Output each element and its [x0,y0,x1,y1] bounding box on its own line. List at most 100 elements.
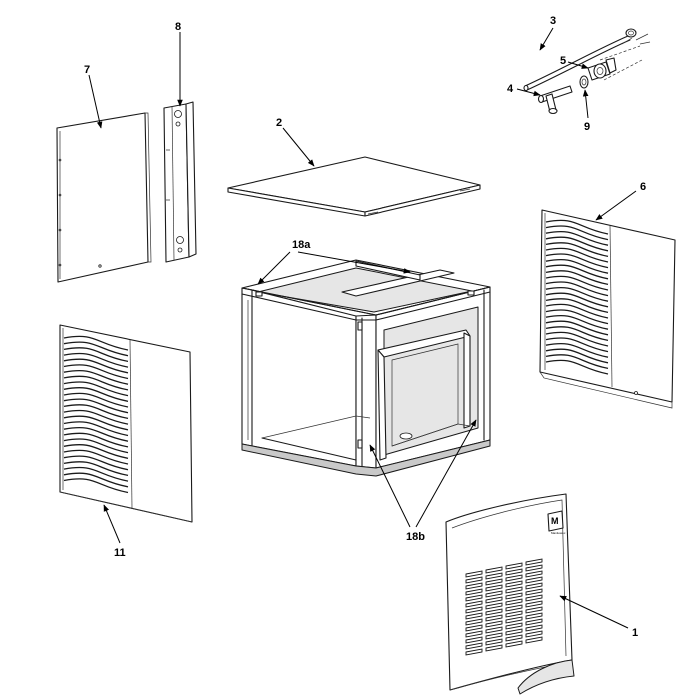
louver-slat [545,242,609,258]
callout-3: 3 [539,15,556,51]
louver-slat [63,461,129,477]
louver-slat [63,369,129,385]
louver-slat [545,337,609,353]
callout-6: 6 [595,181,646,221]
part-8-bracket [163,101,197,263]
vent-slot [525,618,543,626]
louver-slat [63,426,129,442]
vent-slot [485,578,503,586]
vent-slot [485,596,503,604]
svg-text:8: 8 [175,21,181,33]
vent-slot [465,636,483,644]
vent-slot [505,634,523,642]
vent-slot [505,604,523,612]
svg-text:6: 6 [640,181,646,193]
louver-slat [545,354,609,370]
vent-slot [465,612,483,620]
louver-slat [63,449,129,465]
louver-slat [63,358,129,374]
callout-4: 4 [507,83,541,97]
louver-slat [63,392,129,408]
louver-slat [545,225,609,241]
vent-slot [485,638,503,646]
part-6-louvered-side-panel [539,209,676,409]
vent-slot [525,624,543,632]
part-2-top-panel [227,156,481,217]
vent-slot [505,568,523,576]
vent-slot [465,606,483,614]
louver-slat [545,309,609,325]
callout-18b: 18b [369,419,477,543]
part-4-tee-fitting [537,85,573,115]
vent-slot [465,618,483,626]
part-1-vent-slots [465,558,543,656]
svg-text:11: 11 [114,547,126,559]
louver-slat [545,219,609,235]
svg-text:3: 3 [550,15,556,27]
vent-slot [485,602,503,610]
part-1-front-panel: M Manitowoc [445,493,575,695]
louver-slat [545,281,609,297]
manitowoc-logo-badge: M Manitowoc [547,510,566,535]
louver-slat [545,314,609,330]
callout-2: 2 [276,117,315,167]
vent-slot [485,632,503,640]
louver-slat [63,432,129,448]
vent-slot [505,574,523,582]
vent-slot [505,598,523,606]
vent-slot [465,630,483,638]
vent-slot [485,590,503,598]
vent-slot [525,594,543,602]
vent-slot [525,612,543,620]
louver-slat [545,270,609,286]
louver-slat [63,478,129,494]
vent-slot [485,572,503,580]
vent-slot [525,564,543,572]
louver-slat [545,275,609,291]
louver-slat [545,264,609,280]
louver-slat [63,438,129,454]
vent-slot [465,588,483,596]
louver-slat [63,347,129,363]
vent-slot [465,594,483,602]
svg-text:9: 9 [584,121,590,133]
louver-slat [63,472,129,488]
vent-slot [465,600,483,608]
svg-text:7: 7 [84,64,90,76]
louver-slat [545,298,609,314]
vent-slot [505,628,523,636]
callout-5: 5 [560,55,589,69]
louver-slat [545,320,609,336]
callout-1: 1 [559,595,638,639]
louver-slat [63,444,129,459]
vent-slot [525,636,543,644]
part-7-side-panel [56,112,152,283]
louver-slat [63,466,129,482]
vent-slot [525,576,543,584]
vent-slot [485,626,503,634]
louver-slat [63,398,129,414]
vent-slot [465,570,483,578]
vent-slot [525,582,543,590]
vent-slot [525,606,543,614]
vent-slot [465,642,483,650]
vent-slot [505,562,523,570]
svg-text:4: 4 [507,83,514,95]
louver-slat [63,421,129,437]
louver-slat [545,292,609,308]
svg-text:18a: 18a [292,239,311,251]
callout-9: 9 [582,89,590,133]
svg-text:5: 5 [560,55,566,67]
louver-slat [63,375,129,391]
part-3-water-tube [523,28,651,92]
louver-slat [63,341,129,357]
vent-slot [505,592,523,600]
vent-slot [485,644,503,652]
vent-slot [505,622,523,630]
callout-7: 7 [84,64,103,129]
vent-slot [505,616,523,624]
vent-slot [485,620,503,628]
svg-text:1: 1 [632,627,638,639]
vent-slot [485,608,503,616]
